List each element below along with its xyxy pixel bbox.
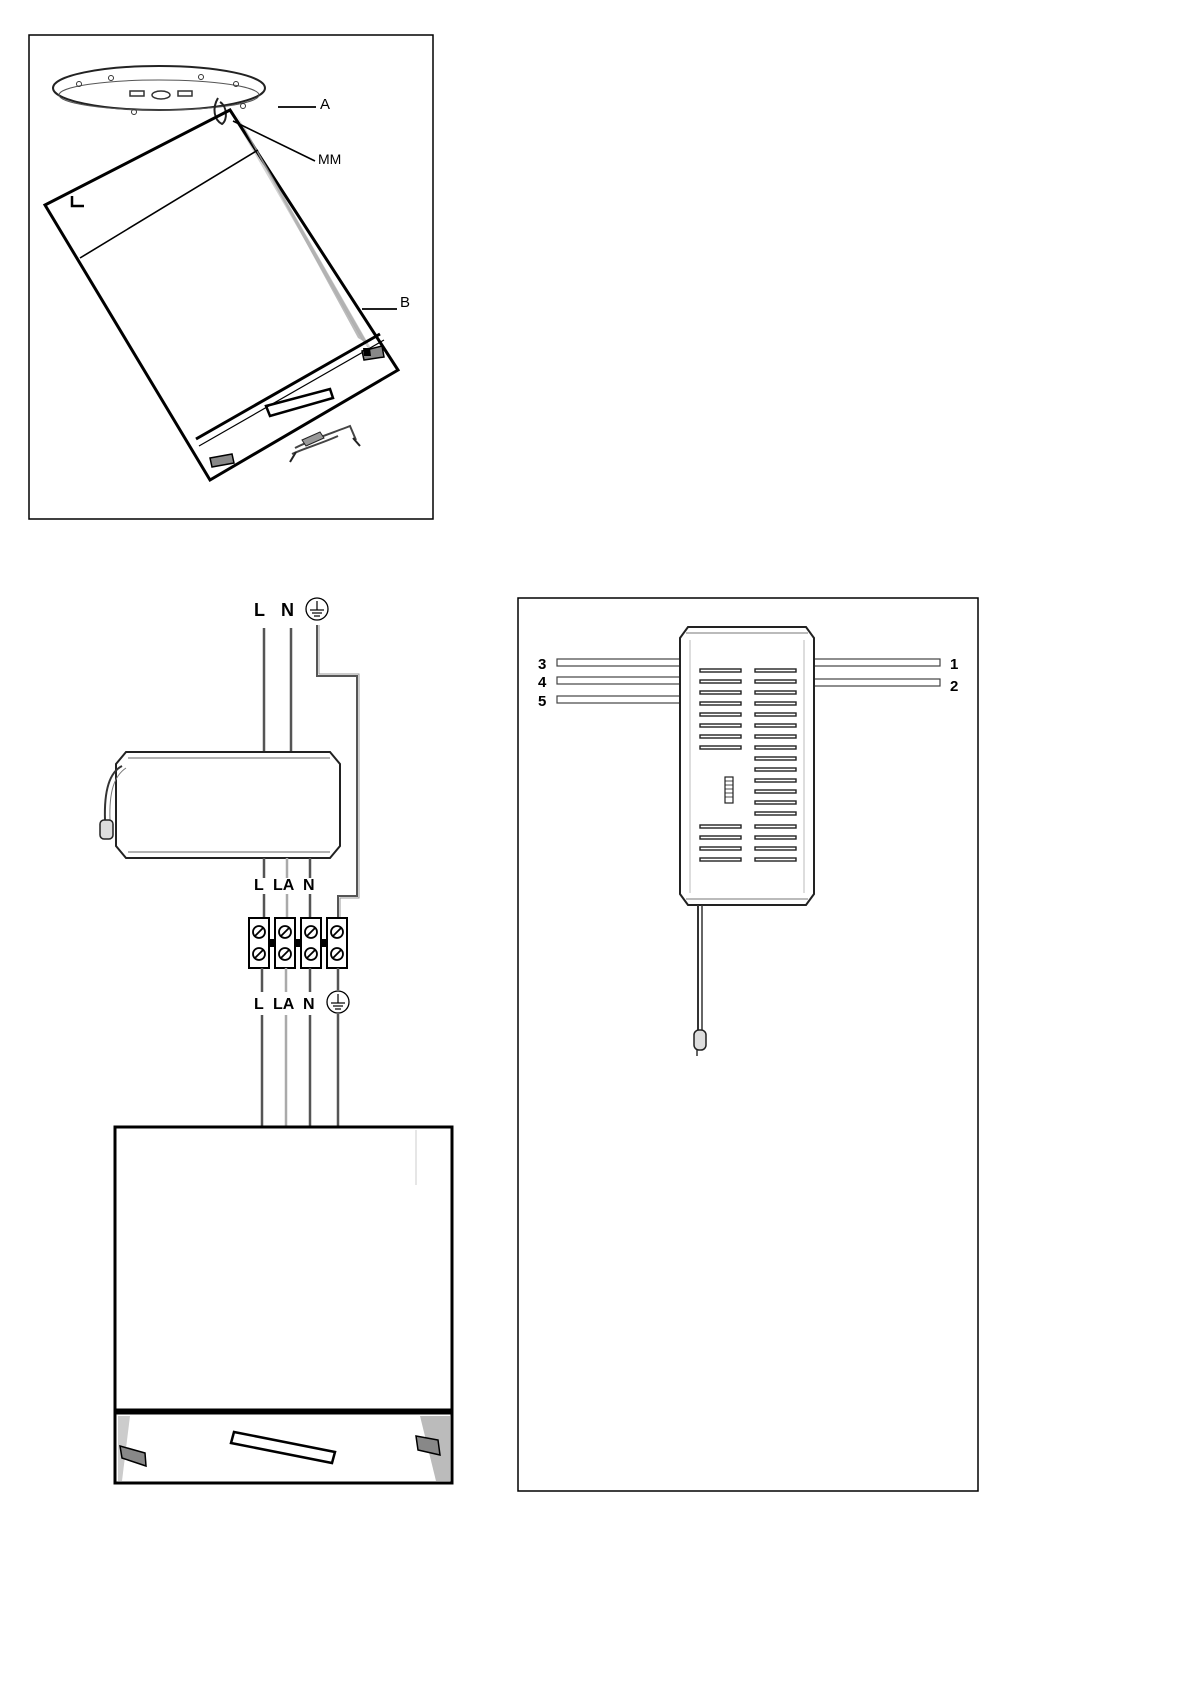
figure-controller-wires: 3 4 5 1 2	[518, 598, 978, 1491]
controller-out-label-n: N	[303, 877, 315, 894]
hood-cable	[290, 426, 360, 462]
terminal-block	[249, 918, 347, 968]
label-b: B	[400, 294, 410, 311]
wire-label-5: 5	[538, 693, 546, 710]
figure-hood-mounting: A MM B	[29, 35, 433, 519]
wire-4	[557, 677, 683, 684]
supply-label-l: L	[254, 600, 265, 620]
figure-wiring-diagram: L N L LA N	[100, 598, 452, 1483]
earth-symbol-bottom	[327, 991, 349, 1013]
wire-2	[812, 679, 940, 686]
supply-label-n: N	[281, 600, 294, 620]
controller-housing	[680, 627, 814, 905]
wire-label-2: 2	[950, 678, 958, 695]
wire-1	[812, 659, 940, 666]
wire-label-1: 1	[950, 656, 958, 673]
hood-in-label-n: N	[303, 996, 315, 1013]
dip-switch	[725, 777, 733, 803]
hood-in-label-l: L	[254, 996, 264, 1013]
controller-out-label-l: L	[254, 877, 264, 894]
controller-sensor	[100, 820, 113, 839]
sensor-probe	[694, 905, 706, 1056]
hood-body	[45, 108, 398, 480]
hood-front-view	[115, 1127, 452, 1483]
leader-line-mm	[233, 121, 315, 161]
wire-5	[557, 696, 683, 703]
label-mm: MM	[318, 151, 341, 167]
wire-label-4: 4	[538, 674, 547, 691]
hood-in-label-la: LA	[273, 996, 295, 1013]
controller-out-label-la: LA	[273, 877, 295, 894]
earth-symbol-top	[306, 598, 328, 620]
controller-box	[100, 752, 340, 858]
wire-label-3: 3	[538, 656, 546, 673]
label-a: A	[320, 96, 330, 113]
wire-3	[557, 659, 683, 666]
mounting-ring	[53, 66, 265, 115]
